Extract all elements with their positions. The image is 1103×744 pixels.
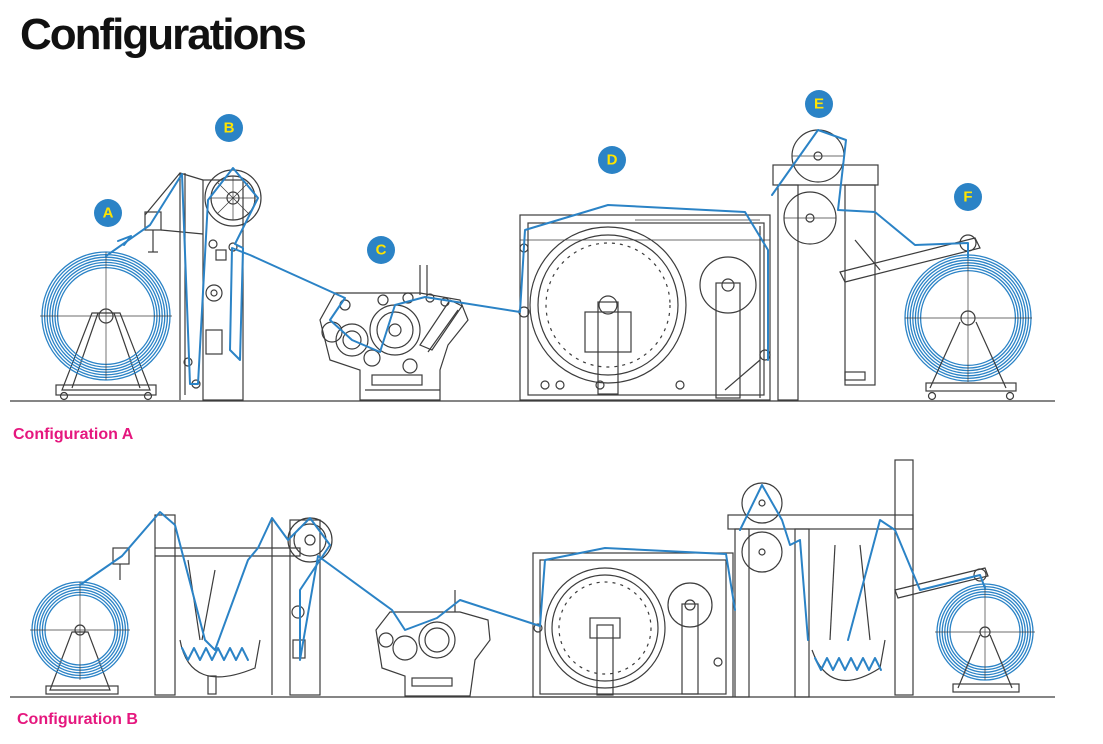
rewind-stand-b2 [894, 567, 1035, 693]
fabric-path-b [79, 484, 986, 661]
badge-b: B [215, 114, 243, 142]
rewind-stand-f [839, 234, 1032, 401]
badge-e: E [805, 90, 833, 118]
tension-tower-b2 [271, 517, 333, 696]
dryer-b2 [532, 552, 734, 698]
page-title: Configurations [20, 10, 307, 59]
configuration-b-diagram [10, 459, 1055, 698]
badge-c-letter: C [376, 242, 387, 259]
badge-d-letter: D [607, 152, 618, 169]
badge-c: C [367, 236, 395, 264]
badge-a: A [94, 199, 122, 227]
configuration-a-label: Configuration A [13, 426, 134, 443]
unwind-stand-a [40, 251, 172, 401]
badge-f-letter: F [963, 189, 972, 206]
feed-arrow [117, 235, 132, 246]
badge-b-letter: B [224, 120, 235, 137]
unwind-stand-b [30, 581, 130, 695]
badge-f: F [954, 183, 982, 211]
configuration-a-diagram: A B C D E F [10, 90, 1055, 402]
badge-e-letter: E [814, 96, 824, 113]
scray-1 [112, 514, 301, 696]
dryer-d [518, 214, 771, 401]
padder-c [319, 265, 469, 401]
badge-d: D [598, 146, 626, 174]
badge-a-letter: A [103, 205, 114, 222]
padder-b2 [375, 590, 491, 697]
fabric-path-a [105, 129, 969, 385]
exit-tower-e2 [727, 459, 914, 698]
configuration-b-label: Configuration B [17, 711, 138, 728]
